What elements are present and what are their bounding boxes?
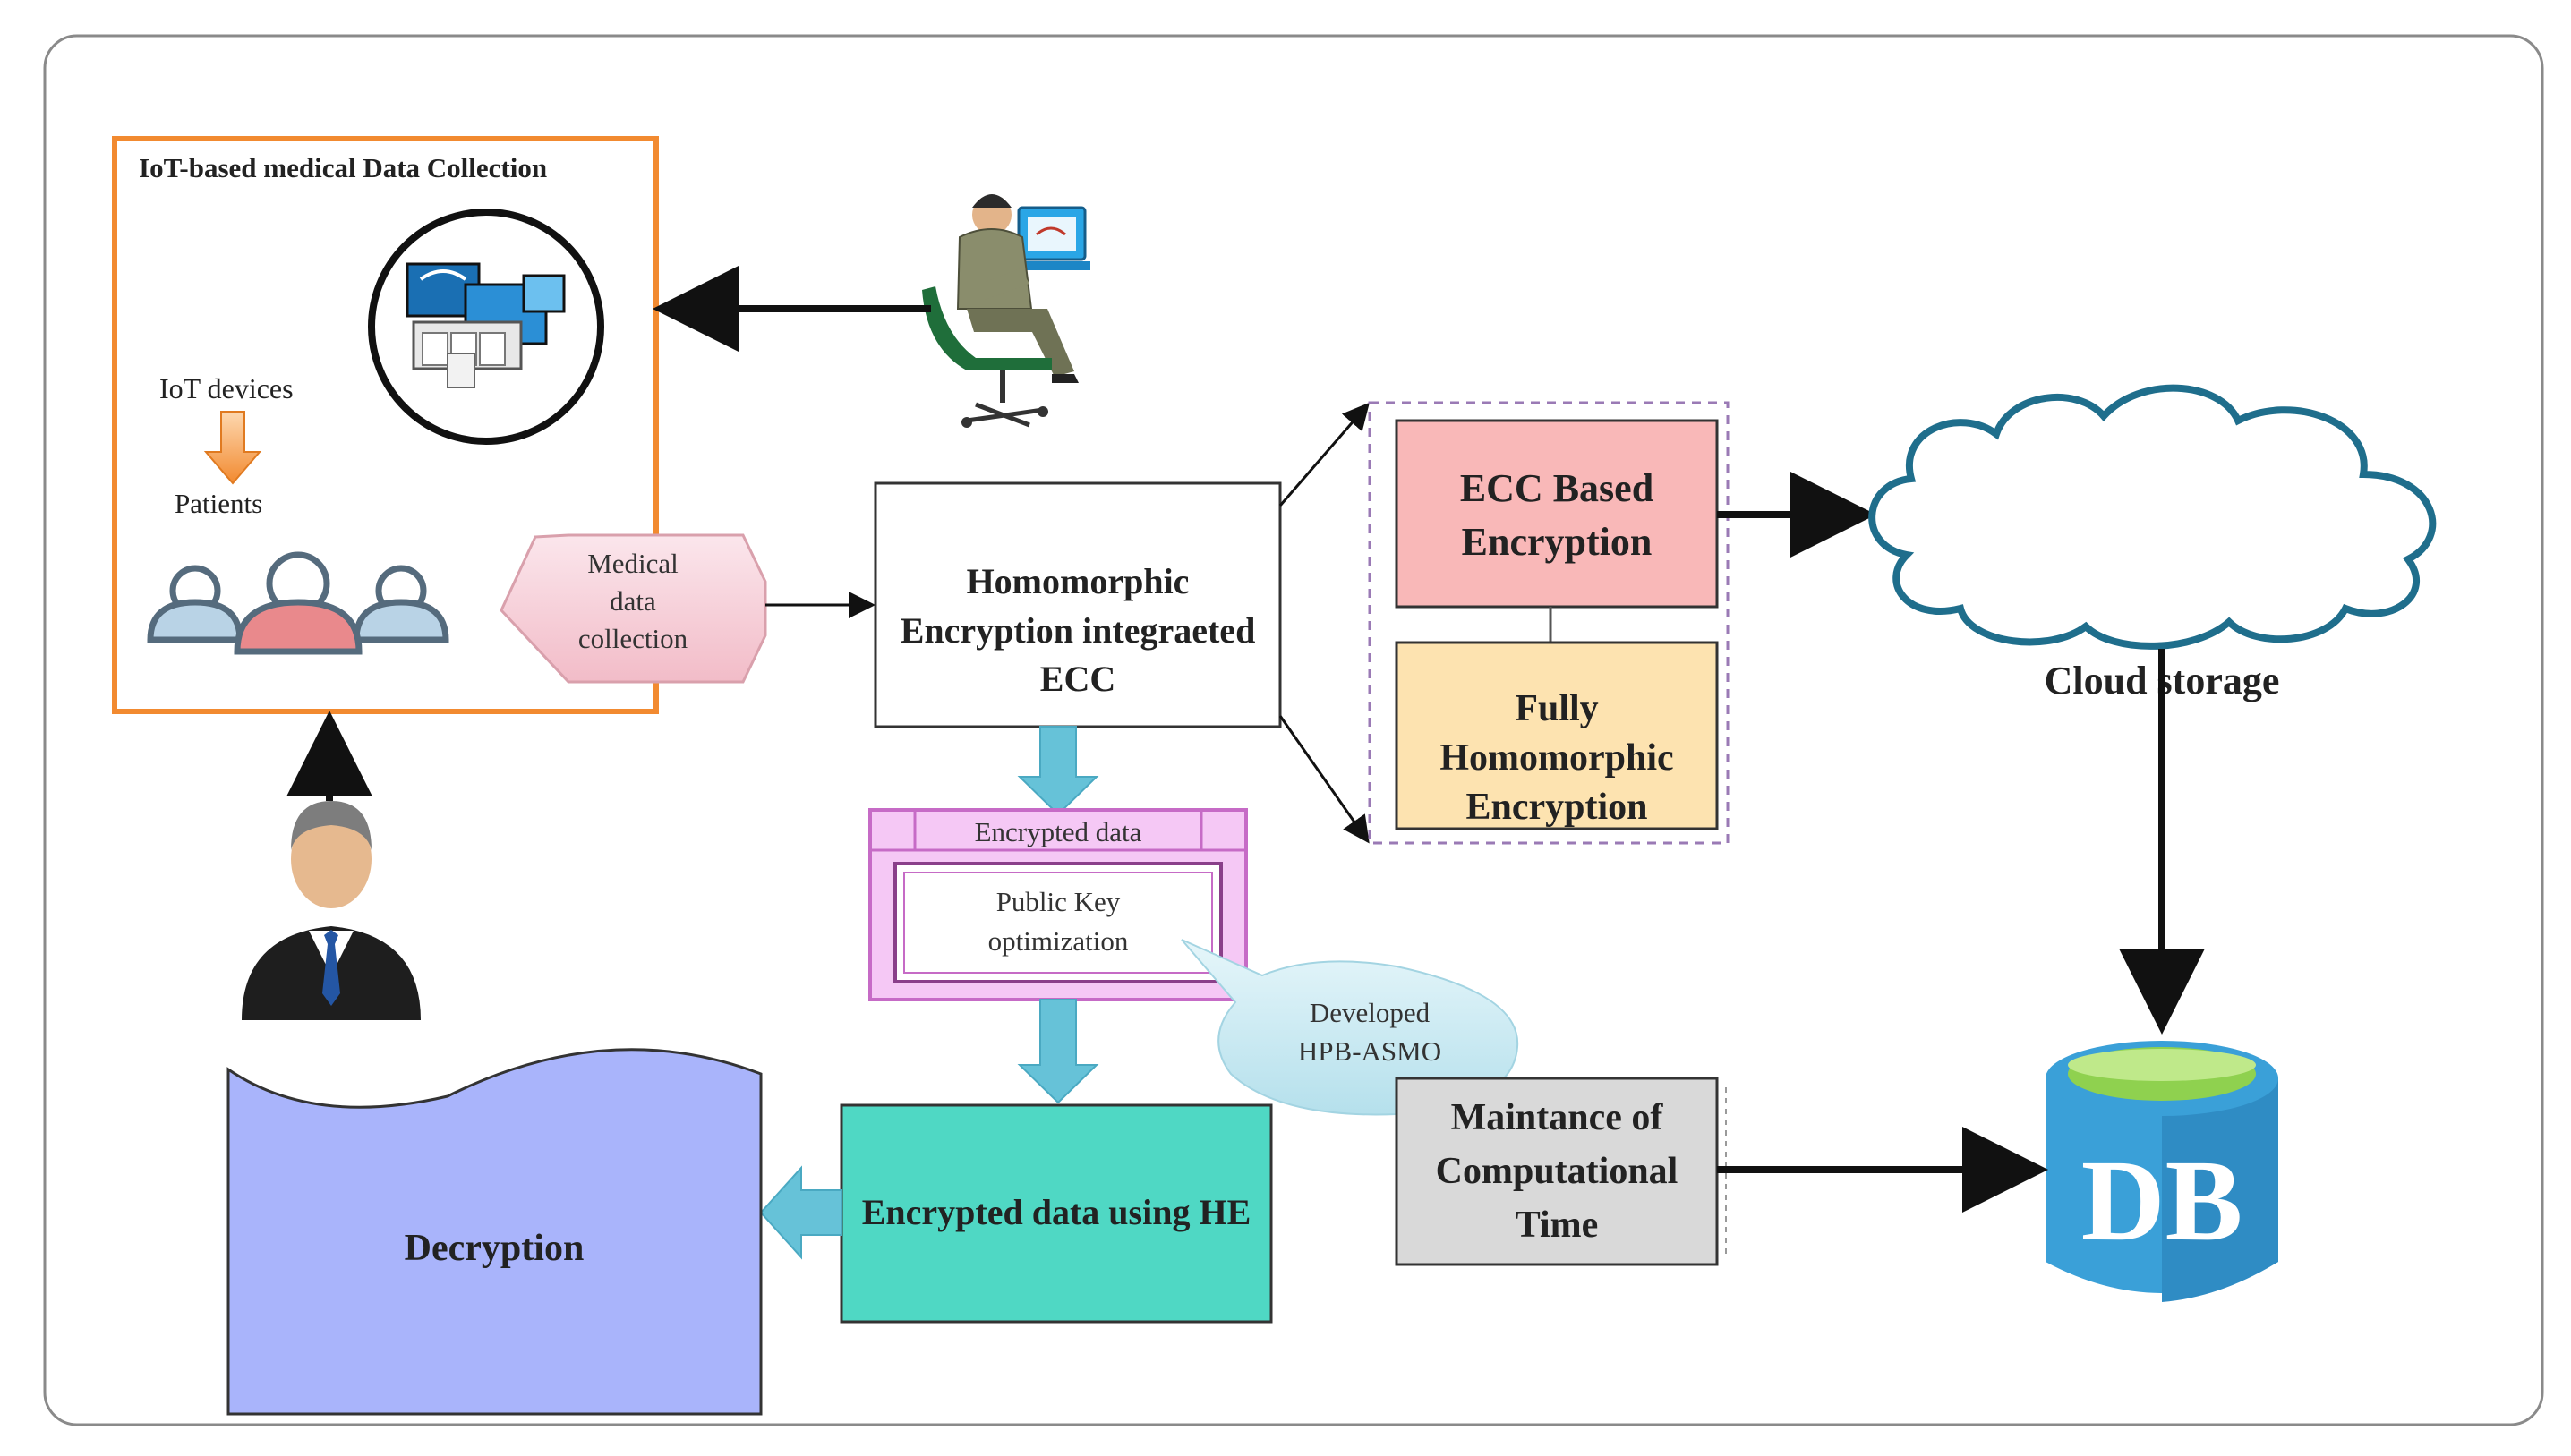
public-key-line-1: Public Key [996, 886, 1121, 917]
encrypted-data-using-he-box: Encrypted data using HE [840, 1103, 1273, 1324]
cloud-storage-node: Cloud storage [1868, 384, 2437, 702]
he-to-fhe-connector [1278, 715, 1370, 844]
iot-panel-title: IoT-based medical Data Collection [139, 152, 547, 183]
encrypted-data-block: Encrypted data Public Key optimization [868, 808, 1248, 1001]
maintance-line-2: Computational [1436, 1151, 1678, 1192]
public-key-line-2: optimization [988, 925, 1129, 957]
fhe-line-3: Encryption [1465, 787, 1647, 828]
iot-devices-label: IoT devices [159, 372, 294, 404]
medical-data-collection-node: Medical data collection [500, 533, 767, 684]
ecc-line-1: ECC Based [1460, 466, 1653, 510]
encrypted-data-header: Encrypted data [975, 816, 1142, 847]
fully-homomorphic-encryption-box: Fully Homomorphic Encryption [1395, 641, 1719, 830]
he-ecc-line-1: Homomorphic [967, 561, 1190, 601]
developed-line-2: HPB-ASMO [1298, 1035, 1441, 1067]
encrypted-to-he-arrow [1017, 999, 1099, 1104]
db-label: DB [2081, 1137, 2243, 1265]
maintance-line-1: Maintance of [1451, 1097, 1664, 1138]
medical-collection-line-2: data [610, 585, 656, 617]
maintance-computational-time-box: Maintance of Computational Time [1395, 1077, 1727, 1266]
developed-line-1: Developed [1310, 997, 1431, 1028]
iot-devices-icon [368, 209, 604, 445]
person-at-computer-icon [922, 194, 1090, 428]
encryption-methods-group [1368, 401, 1730, 845]
ecc-line-2: Encryption [1462, 520, 1653, 564]
devices-to-patients-arrow [203, 411, 262, 485]
maintance-line-3: Time [1516, 1205, 1599, 1246]
he-to-encrypted-arrow [1017, 726, 1099, 816]
patients-group-icon [147, 551, 449, 655]
patients-label: Patients [175, 488, 262, 519]
ecc-based-encryption-box: ECC Based Encryption [1395, 419, 1719, 609]
encrypted-he-label: Encrypted data using HE [862, 1192, 1251, 1232]
medical-collection-line-1: Medical [587, 548, 679, 579]
he-ecc-line-3: ECC [1040, 659, 1115, 699]
he-ecc-box: Homomorphic Encryption integraeted ECC [874, 481, 1282, 728]
he-to-decryption-arrow [759, 1165, 842, 1260]
doctor-icon [242, 801, 421, 1020]
decryption-node: Decryption [226, 1048, 763, 1416]
fhe-line-1: Fully [1515, 688, 1598, 729]
medical-collection-line-3: collection [578, 623, 688, 654]
he-to-ecc-connector [1278, 402, 1370, 507]
db-cylinder-icon: DB [2046, 1041, 2278, 1302]
iot-panel: IoT-based medical Data Collection IoT de… [112, 136, 659, 714]
fhe-line-2: Homomorphic [1439, 737, 1673, 779]
decryption-label: Decryption [405, 1228, 585, 1269]
he-ecc-line-2: Encryption integraeted [901, 610, 1256, 651]
